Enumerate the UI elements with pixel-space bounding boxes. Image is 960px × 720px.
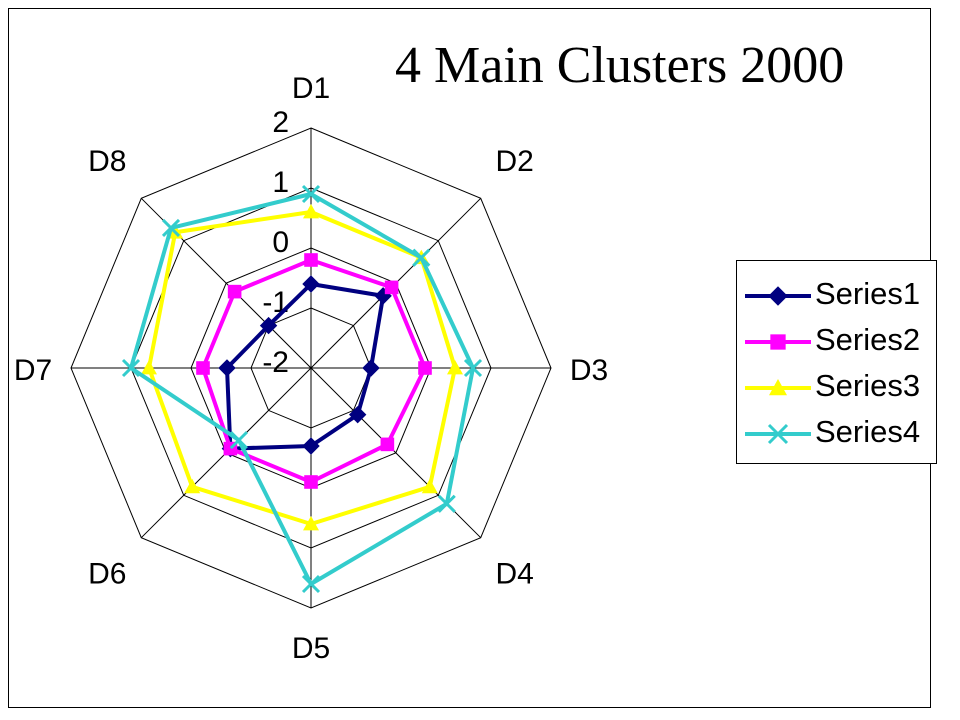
legend-item-series3: Series3 — [737, 365, 936, 409]
axis-label-d5: D5 — [292, 632, 330, 665]
legend-marker-series4 — [767, 423, 789, 445]
data-point-series3-d6 — [184, 478, 201, 494]
data-point-series1-d8 — [259, 316, 278, 335]
data-point-series4-d2 — [412, 248, 431, 267]
data-point-series4-d7 — [121, 358, 141, 378]
data-point-series1-d5 — [302, 437, 320, 455]
data-point-series1-d4 — [348, 405, 367, 424]
series-series4 — [121, 184, 483, 594]
data-point-series2-d7 — [196, 361, 210, 375]
legend-label-series2: Series2 — [815, 322, 921, 357]
series-series2 — [196, 253, 432, 489]
tick-label: -2 — [262, 346, 289, 379]
tick-label: 1 — [272, 166, 289, 199]
tick-label: 2 — [272, 106, 289, 139]
legend-label-series3: Series3 — [815, 368, 921, 403]
data-point-series4-d6 — [229, 431, 248, 450]
legend-swatch-series2 — [745, 334, 811, 350]
series-line-series1 — [225, 282, 386, 451]
legend-marker-series3 — [769, 379, 787, 396]
legend-marker-series1 — [768, 286, 788, 306]
data-point-series4-d4 — [437, 494, 456, 513]
data-point-series4-d3 — [463, 358, 483, 378]
data-point-series1-d1 — [302, 275, 320, 293]
chart-title: 4 Main Clusters 2000 — [395, 37, 845, 94]
legend-swatch-series1 — [745, 286, 811, 306]
data-point-series4-d1 — [301, 184, 321, 204]
axis-label-d6: D6 — [88, 558, 126, 591]
legend-item-series2: Series2 — [737, 319, 936, 363]
tick-label: 0 — [272, 226, 289, 259]
legend-item-series1: Series1 — [737, 273, 936, 317]
data-point-series1-d3 — [362, 359, 380, 377]
data-point-series3-d5 — [303, 516, 319, 531]
data-point-series3-d7 — [141, 360, 157, 375]
data-point-series3-d3 — [447, 360, 463, 375]
data-point-series2-d5 — [304, 475, 318, 489]
data-point-series2-d1 — [304, 253, 318, 267]
legend-label-series1: Series1 — [815, 276, 921, 311]
tick-label: -1 — [262, 286, 289, 319]
data-point-series4-d8 — [161, 218, 181, 238]
axis-label-d2: D2 — [496, 145, 534, 178]
data-point-series3-d4 — [421, 478, 438, 494]
axis-label-d7: D7 — [14, 354, 52, 387]
legend-marker-series2 — [770, 334, 786, 350]
axis-label-d4: D4 — [496, 558, 534, 591]
legend-swatch-series3 — [745, 379, 811, 396]
axis-label-d3: D3 — [570, 354, 608, 387]
legend-item-series4: Series4 — [737, 411, 936, 455]
data-point-series2-d4 — [380, 437, 395, 452]
legend-label-series4: Series4 — [815, 414, 921, 449]
series-series1 — [218, 275, 392, 458]
data-point-series2-d3 — [418, 361, 432, 375]
axis-label-d1: D1 — [292, 72, 330, 105]
legend: Series1 Series2 Series3 Series4 — [736, 260, 937, 464]
data-point-series4-d5 — [301, 574, 321, 594]
data-point-series2-d8 — [227, 284, 242, 299]
data-point-series3-d1 — [303, 204, 319, 219]
legend-swatch-series4 — [745, 423, 811, 445]
data-point-series2-d2 — [384, 280, 399, 295]
data-point-series1-d7 — [218, 359, 236, 377]
axis-label-d8: D8 — [88, 145, 126, 178]
